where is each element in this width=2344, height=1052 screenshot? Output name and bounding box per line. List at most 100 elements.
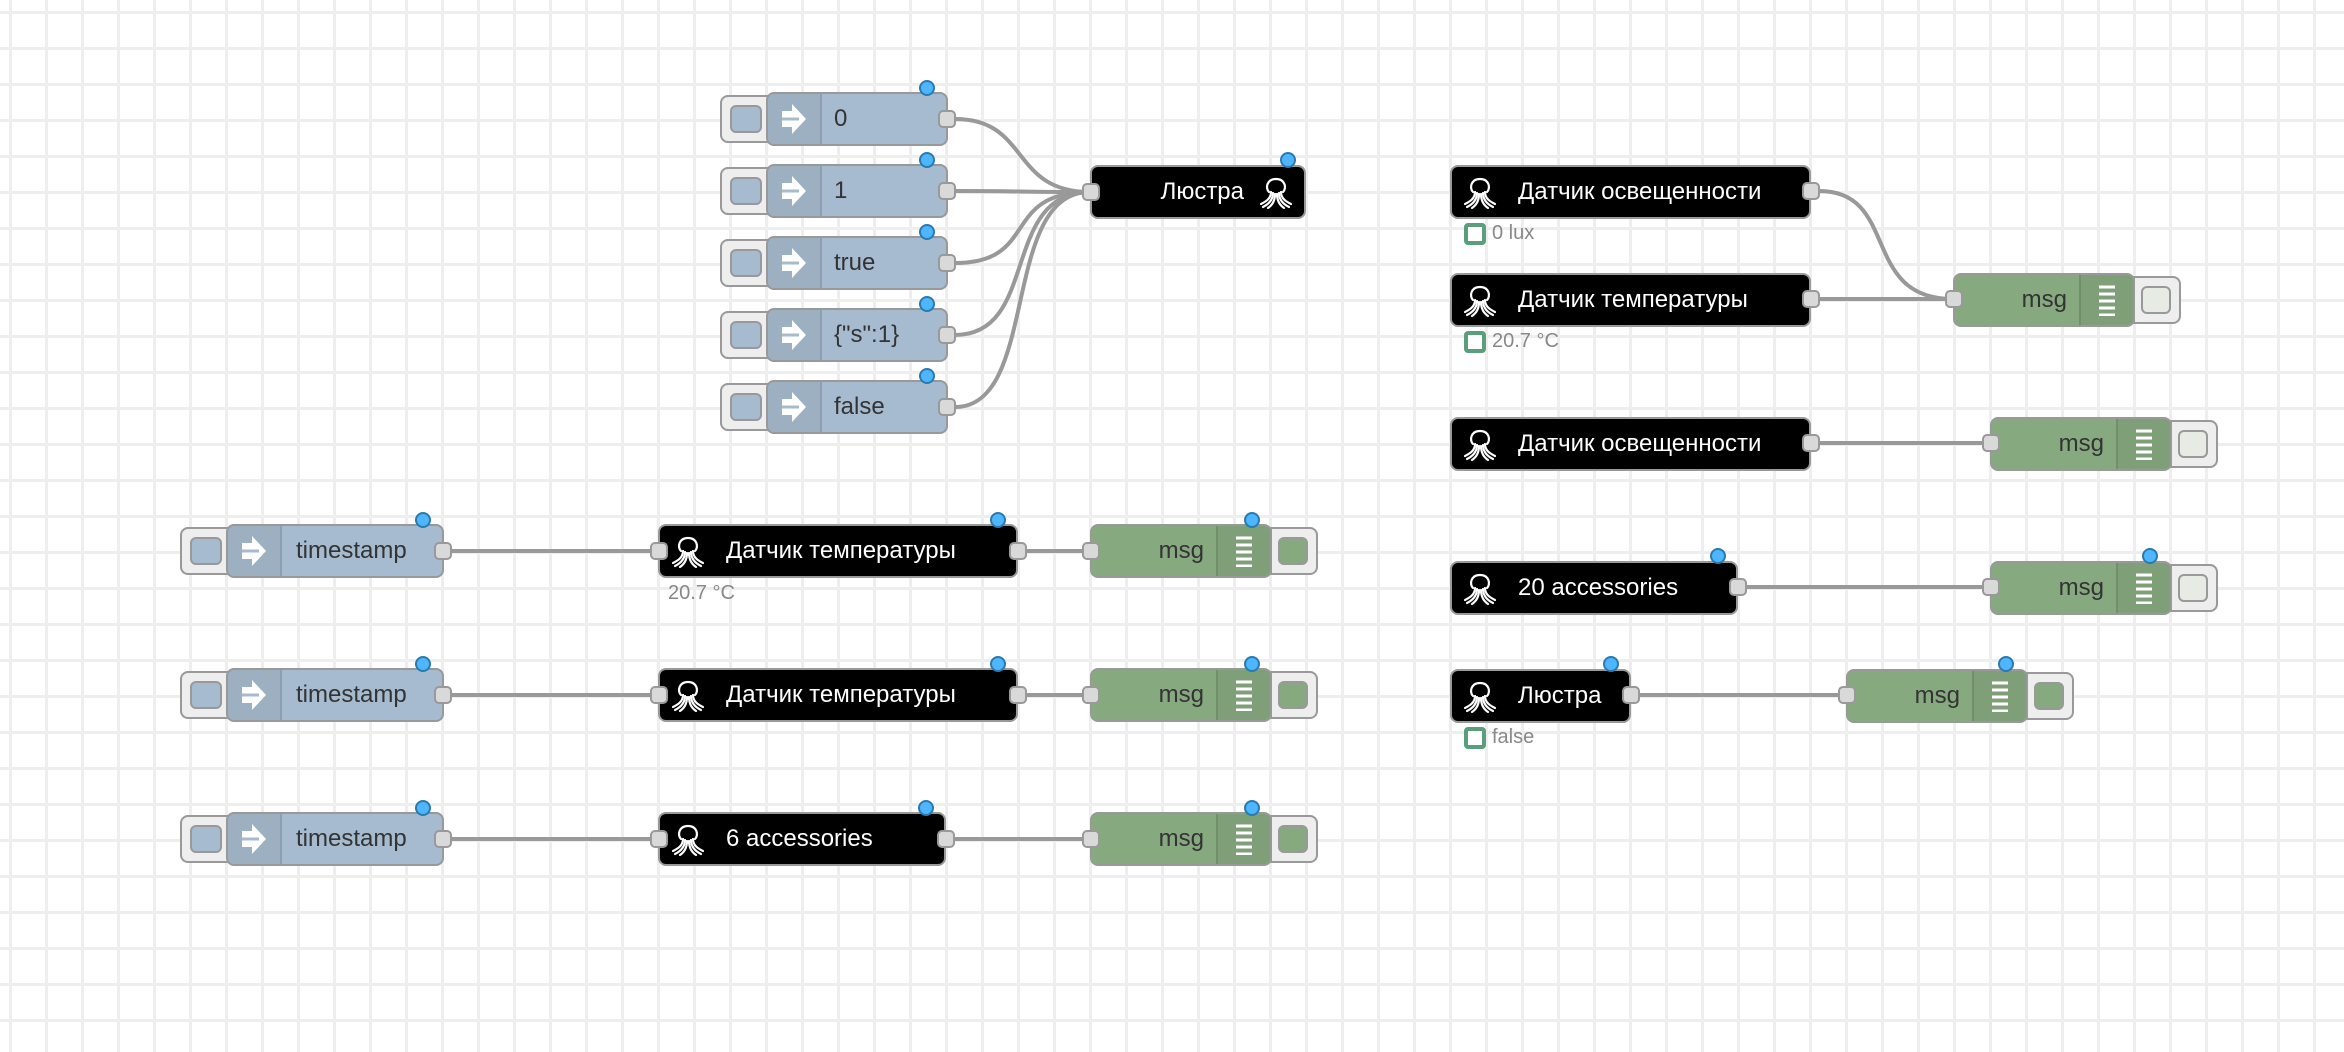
- inject-label: false: [834, 393, 885, 420]
- inject-node[interactable]: timestamp: [226, 524, 444, 578]
- output-port[interactable]: [1802, 434, 1820, 452]
- homekit-in-node[interactable]: Датчик температуры: [658, 668, 1018, 722]
- debug-toggle-face[interactable]: [2141, 286, 2171, 314]
- input-port[interactable]: [650, 686, 668, 704]
- inject-trigger-button[interactable]: [720, 239, 772, 287]
- output-port[interactable]: [434, 686, 452, 704]
- inject-node[interactable]: {"s":1}: [766, 308, 948, 362]
- debug-node[interactable]: msg: [1846, 669, 2028, 723]
- list-lines-icon: [1972, 671, 2026, 721]
- inject-trigger-button[interactable]: [720, 311, 772, 359]
- inject-trigger-button[interactable]: [180, 671, 232, 719]
- debug-node[interactable]: msg: [1090, 812, 1272, 866]
- debug-toggle-button[interactable]: [2026, 672, 2074, 720]
- inject-node[interactable]: timestamp: [226, 812, 444, 866]
- wire-light-debug[interactable]: [1818, 189, 1954, 301]
- inject-trigger-face[interactable]: [190, 681, 222, 709]
- arrow-right-icon: [228, 670, 282, 720]
- output-port[interactable]: [938, 398, 956, 416]
- inject-node[interactable]: 1: [766, 164, 948, 218]
- debug-toggle-button[interactable]: [1270, 815, 1318, 863]
- changed-indicator: [919, 152, 935, 168]
- wire-inject3-chandelier[interactable]: [954, 190, 1091, 337]
- debug-toggle-face[interactable]: [1278, 681, 1308, 709]
- debug-toggle-face[interactable]: [1278, 537, 1308, 565]
- inject-trigger-face[interactable]: [190, 537, 222, 565]
- debug-node[interactable]: msg: [1090, 668, 1272, 722]
- output-port[interactable]: [1009, 542, 1027, 560]
- inject-trigger-face[interactable]: [730, 393, 762, 421]
- homekit-in-node[interactable]: 6 accessories: [658, 812, 946, 866]
- inject-trigger-face[interactable]: [730, 249, 762, 277]
- status-text: 20.7 °C: [1492, 330, 1559, 352]
- debug-node[interactable]: msg: [1990, 417, 2172, 471]
- input-port[interactable]: [1082, 830, 1100, 848]
- debug-toggle-face[interactable]: [2178, 430, 2208, 458]
- inject-node[interactable]: timestamp: [226, 668, 444, 722]
- changed-indicator: [919, 296, 935, 312]
- input-port[interactable]: [1082, 686, 1100, 704]
- input-port[interactable]: [1838, 686, 1856, 704]
- output-port[interactable]: [434, 542, 452, 560]
- debug-toggle-face[interactable]: [2034, 682, 2064, 710]
- homekit-out-node-chandelier[interactable]: Люстра: [1090, 165, 1306, 219]
- inject-trigger-face[interactable]: [730, 105, 762, 133]
- homekit-in-node[interactable]: Датчик освещенности: [1450, 417, 1811, 471]
- inject-trigger-face[interactable]: [730, 177, 762, 205]
- output-port[interactable]: [938, 254, 956, 272]
- wire-inject2-chandelier[interactable]: [954, 190, 1091, 265]
- inject-trigger-button[interactable]: [180, 527, 232, 575]
- homekit-in-node[interactable]: Датчик температуры: [658, 524, 1018, 578]
- debug-node[interactable]: msg: [1090, 524, 1272, 578]
- inject-trigger-face[interactable]: [190, 825, 222, 853]
- debug-node[interactable]: msg: [1990, 561, 2172, 615]
- output-port[interactable]: [1802, 290, 1820, 308]
- homekit-label: 20 accessories: [1518, 574, 1679, 601]
- debug-toggle-button[interactable]: [1270, 671, 1318, 719]
- debug-toggle-button[interactable]: [2133, 276, 2181, 324]
- octopus-icon: [666, 526, 710, 576]
- inject-trigger-face[interactable]: [730, 321, 762, 349]
- wire-inject4-chandelier[interactable]: [954, 190, 1091, 409]
- list-lines-icon: [1216, 526, 1270, 576]
- output-port[interactable]: [937, 830, 955, 848]
- homekit-in-node[interactable]: 20 accessories: [1450, 561, 1738, 615]
- debug-node[interactable]: msg: [1953, 273, 2135, 327]
- list-lines-icon: [1216, 670, 1270, 720]
- debug-toggle-face[interactable]: [1278, 825, 1308, 853]
- output-port[interactable]: [938, 182, 956, 200]
- debug-toggle-button[interactable]: [2170, 564, 2218, 612]
- output-port[interactable]: [1729, 578, 1747, 596]
- input-port[interactable]: [1982, 578, 2000, 596]
- debug-toggle-button[interactable]: [1270, 527, 1318, 575]
- input-port[interactable]: [1082, 183, 1100, 201]
- wire-inject1-chandelier[interactable]: [954, 189, 1091, 194]
- list-lines-icon: [2079, 275, 2133, 325]
- inject-trigger-button[interactable]: [720, 383, 772, 431]
- debug-toggle-face[interactable]: [2178, 574, 2208, 602]
- homekit-in-node[interactable]: Датчик температуры: [1450, 273, 1811, 327]
- inject-node[interactable]: false: [766, 380, 948, 434]
- inject-node[interactable]: 0: [766, 92, 948, 146]
- changed-indicator: [1603, 656, 1619, 672]
- wire-inject0-chandelier[interactable]: [954, 117, 1091, 194]
- input-port[interactable]: [1082, 542, 1100, 560]
- output-port[interactable]: [1622, 686, 1640, 704]
- node-status: 20.7 °C: [1464, 330, 1559, 353]
- output-port[interactable]: [434, 830, 452, 848]
- input-port[interactable]: [1945, 290, 1963, 308]
- input-port[interactable]: [1982, 434, 2000, 452]
- inject-node[interactable]: true: [766, 236, 948, 290]
- input-port[interactable]: [650, 542, 668, 560]
- homekit-in-node[interactable]: Датчик освещенности: [1450, 165, 1811, 219]
- inject-trigger-button[interactable]: [720, 167, 772, 215]
- inject-trigger-button[interactable]: [720, 95, 772, 143]
- homekit-in-node-chandelier[interactable]: Люстра: [1450, 669, 1631, 723]
- inject-trigger-button[interactable]: [180, 815, 232, 863]
- output-port[interactable]: [938, 110, 956, 128]
- input-port[interactable]: [650, 830, 668, 848]
- debug-toggle-button[interactable]: [2170, 420, 2218, 468]
- output-port[interactable]: [1802, 182, 1820, 200]
- output-port[interactable]: [1009, 686, 1027, 704]
- output-port[interactable]: [938, 326, 956, 344]
